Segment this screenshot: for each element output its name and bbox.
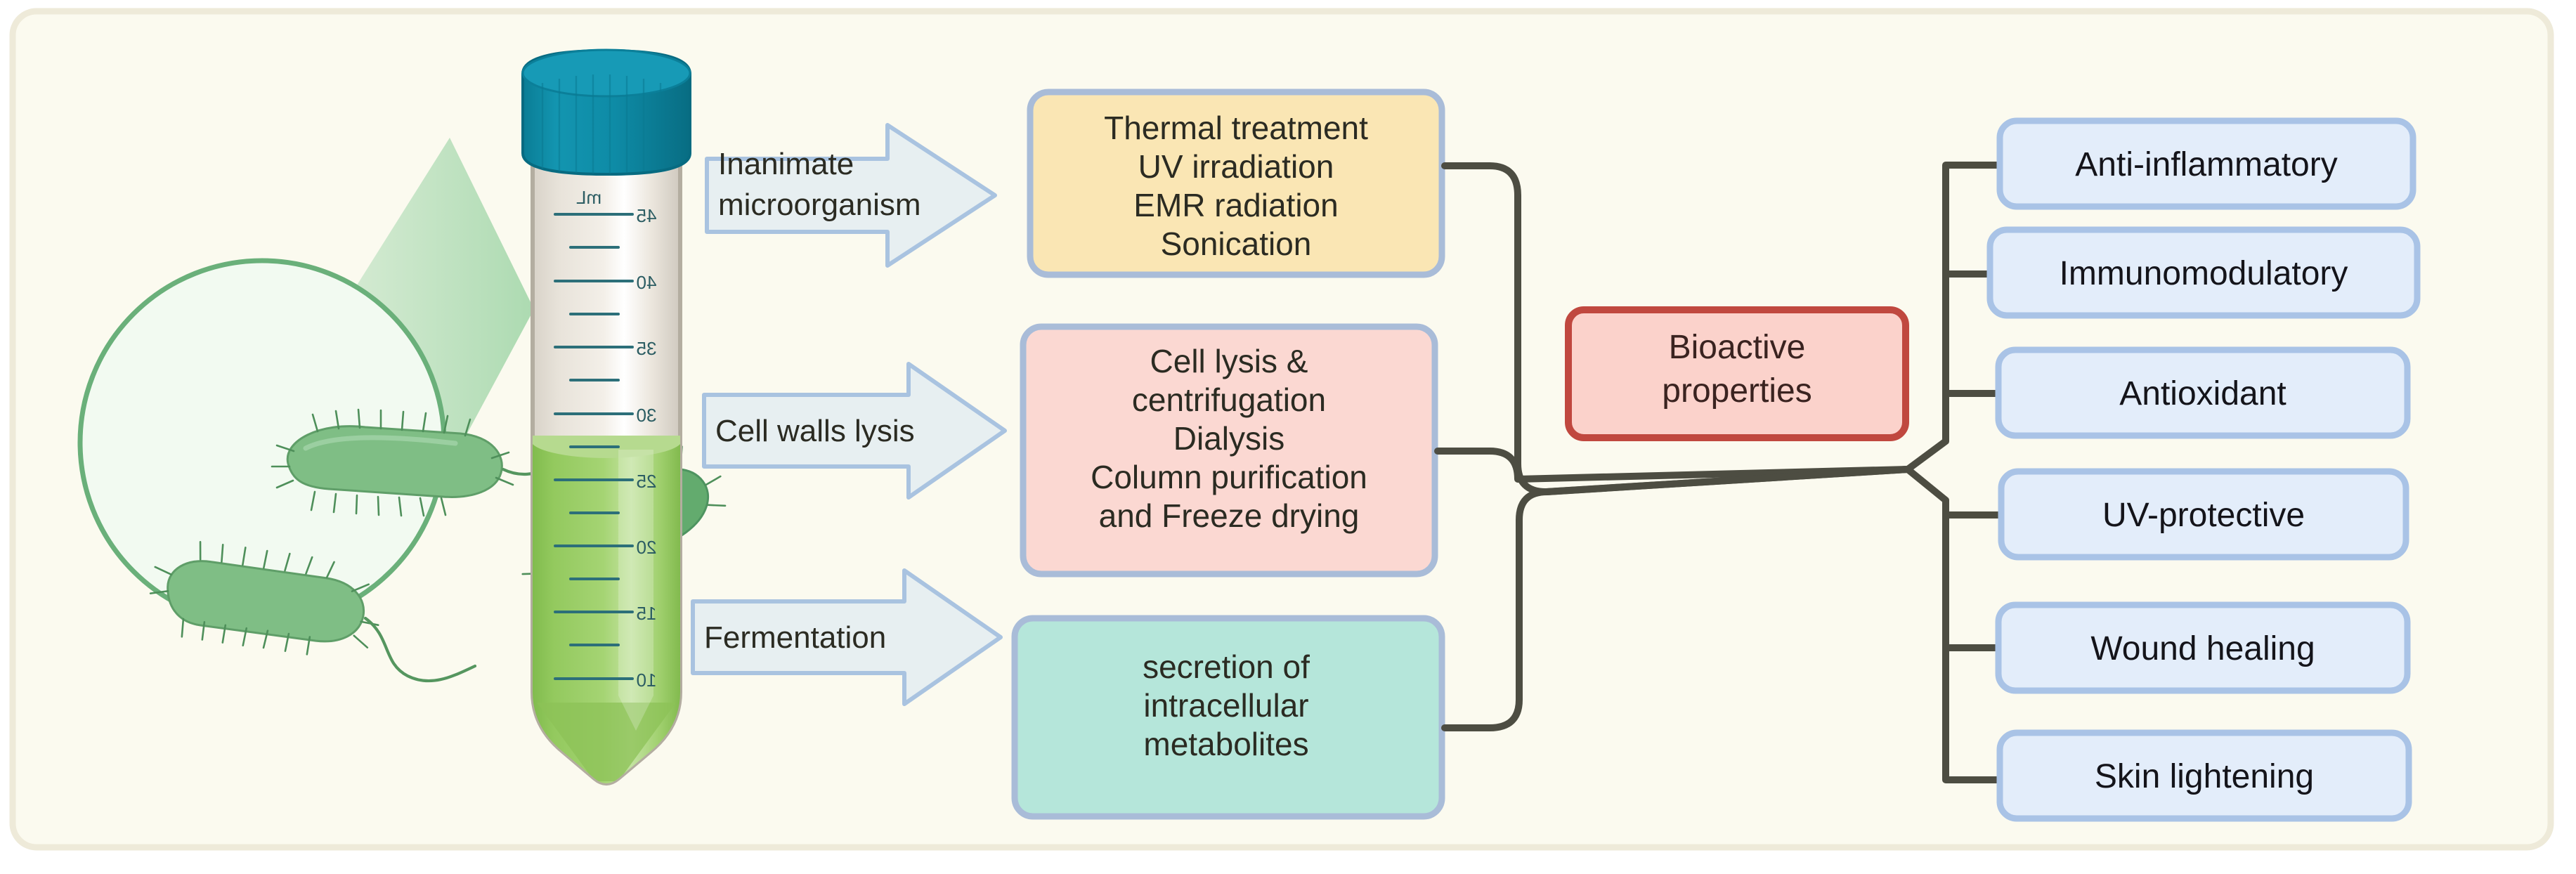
connector-hub-down — [1904, 466, 2003, 783]
result-wound-healing[interactable] — [1995, 601, 2411, 694]
svg-text:Thermal treatment: Thermal treatment — [1104, 110, 1368, 146]
result-boxes — [1986, 117, 2421, 822]
process-boxes — [1011, 89, 1445, 820]
tube-liquid-meniscus — [533, 436, 680, 458]
result-skin-lightening[interactable] — [1996, 729, 2412, 822]
process-box-inactivation[interactable] — [1027, 89, 1445, 278]
tube-tick-25: 25 — [637, 471, 657, 492]
tube-liquid-highlight — [618, 450, 653, 731]
svg-text:UV irradiation: UV irradiation — [1138, 148, 1334, 185]
flagellum-3 — [363, 616, 477, 683]
svg-text:properties: properties — [1662, 372, 1811, 410]
arrow-fermentation[interactable] — [691, 568, 1003, 706]
result-label-uv-protective: UV-protective — [2102, 497, 2305, 534]
connector-extraction-to-hub — [1434, 448, 1911, 483]
result-labels: Anti-inflammatory Immunomodulatory Antio… — [2060, 146, 2348, 795]
result-label-skin-lightening: Skin lightening — [2095, 758, 2314, 795]
result-label-antioxidant: Antioxidant — [2119, 375, 2286, 412]
tube-tick-15: 15 — [637, 603, 657, 624]
svg-text:Cell lysis &: Cell lysis & — [1150, 343, 1308, 379]
arrow-cell-walls-lysis[interactable] — [702, 362, 1007, 500]
arrow-label-fermentation: Fermentation — [704, 620, 886, 655]
svg-text:and Freeze drying: and Freeze drying — [1099, 497, 1360, 534]
tube-graduations: mL 45 40 35 30 25 20 15 10 — [554, 187, 657, 691]
result-immunomodulatory[interactable] — [1986, 226, 2421, 319]
tube-tick-20: 20 — [637, 537, 657, 558]
tube-tick-35: 35 — [637, 338, 657, 359]
text-layer: Inanimate microorganism Cell walls lysis… — [704, 110, 2348, 795]
arrow-label-cell-walls-lysis: Cell walls lysis — [715, 414, 915, 448]
process-box-secretion[interactable] — [1011, 615, 1445, 820]
svg-text:secretion of: secretion of — [1143, 648, 1310, 685]
bacillus-rod-1 — [271, 408, 660, 517]
svg-text:Bioactive: Bioactive — [1669, 329, 1806, 366]
svg-text:intracellular: intracellular — [1143, 687, 1308, 724]
connector-lines — [1434, 162, 2003, 783]
result-label-immunomodulatory: Immunomodulatory — [2060, 255, 2348, 292]
tube-unit-label: mL — [576, 187, 601, 208]
arrow-label-inanimate-line2: microorganism — [718, 188, 921, 222]
arrow-inanimate-microorganism[interactable] — [705, 123, 997, 268]
tube-tick-30: 30 — [637, 405, 657, 426]
svg-text:EMR radiation: EMR radiation — [1133, 187, 1338, 223]
process-arrows — [691, 123, 1007, 706]
svg-text:metabolites: metabolites — [1143, 726, 1308, 762]
bioactive-properties-node[interactable] — [1565, 306, 1909, 441]
tube-liquid-cone-shade — [537, 703, 676, 781]
result-label-wound-healing: Wound healing — [2090, 630, 2315, 667]
result-label-anti-inflammatory: Anti-inflammatory — [2075, 146, 2337, 183]
svg-text:Dialysis: Dialysis — [1173, 420, 1284, 457]
tube-tick-40: 40 — [637, 272, 657, 293]
tube-tick-10: 10 — [637, 670, 657, 691]
connector-hub-up — [1904, 162, 2002, 473]
svg-text:centrifugation: centrifugation — [1132, 381, 1326, 418]
result-anti-inflammatory[interactable] — [1996, 117, 2416, 210]
bioactive-properties-text: Bioactive properties — [1662, 329, 1811, 410]
svg-text:Sonication: Sonication — [1161, 226, 1312, 262]
bacillus-rod-3 — [149, 541, 477, 683]
conical-centrifuge-tube: mL 45 40 35 30 25 20 15 10 — [521, 48, 691, 785]
svg-text:Column purification: Column purification — [1091, 459, 1367, 495]
process-box-extraction-text: Cell lysis & centrifugation Dialysis Col… — [1091, 343, 1367, 534]
connector-inactivation-to-hub — [1441, 162, 1911, 495]
result-antioxidant[interactable] — [1995, 346, 2411, 439]
process-box-inactivation-text: Thermal treatment UV irradiation EMR rad… — [1104, 110, 1368, 262]
result-uv-protective[interactable] — [1998, 468, 2409, 561]
tube-tick-45: 45 — [637, 205, 657, 226]
tube-cap — [521, 48, 691, 176]
connector-secretion-to-hub — [1441, 466, 1911, 731]
process-box-secretion-text: secretion of intracellular metabolites — [1143, 648, 1310, 762]
arrow-label-inanimate-line1: Inanimate — [718, 147, 854, 181]
